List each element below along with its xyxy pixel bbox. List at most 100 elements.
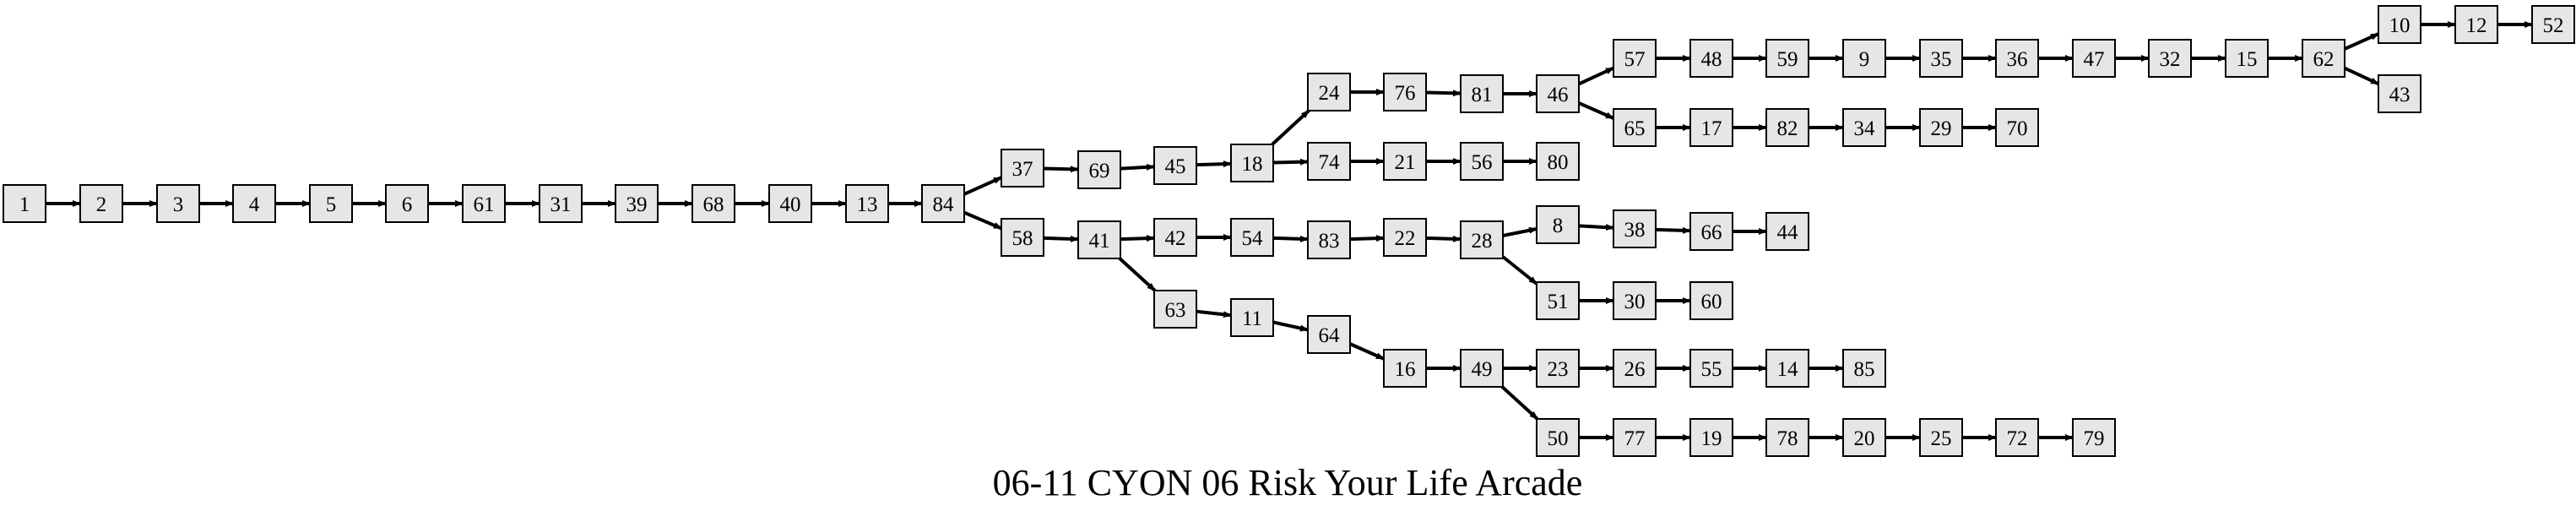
node-box xyxy=(2454,5,2498,44)
node-label: 25 xyxy=(1931,427,1952,450)
node-label: 79 xyxy=(2084,427,2105,450)
node-box xyxy=(1536,349,1580,388)
node-12: 12 xyxy=(2454,5,2498,44)
node-label: 14 xyxy=(1777,358,1799,381)
node-box xyxy=(1230,218,1274,257)
edge-84-to-58 xyxy=(963,210,1002,231)
edge-41-to-63 xyxy=(1118,257,1157,292)
node-1: 1 xyxy=(3,184,46,223)
node-box xyxy=(1383,218,1427,257)
node-label: 32 xyxy=(2160,48,2181,71)
node-83: 83 xyxy=(1307,220,1351,259)
node-box xyxy=(1307,142,1351,181)
node-17: 17 xyxy=(1689,108,1733,147)
node-label: 10 xyxy=(2389,14,2411,37)
node-box xyxy=(1460,74,1504,113)
node-box xyxy=(1153,218,1197,257)
node-77: 77 xyxy=(1613,418,1657,457)
node-78: 78 xyxy=(1765,418,1809,457)
edge-18-to-24 xyxy=(1271,109,1310,146)
node-81: 81 xyxy=(1460,74,1504,113)
edge-54-to-83 xyxy=(1272,235,1309,242)
node-label: 31 xyxy=(550,193,572,216)
edge-76-to-81 xyxy=(1425,90,1462,97)
node-box xyxy=(1689,39,1733,78)
node-box xyxy=(845,184,889,223)
node-label: 72 xyxy=(2007,427,2028,450)
node-label: 68 xyxy=(703,193,724,216)
node-47: 47 xyxy=(2072,39,2116,78)
edge-58-to-41 xyxy=(1043,235,1079,242)
node-box xyxy=(1460,142,1504,181)
node-label: 11 xyxy=(1242,307,1262,330)
node-label: 21 xyxy=(1395,151,1416,174)
node-21: 21 xyxy=(1383,142,1427,181)
node-box xyxy=(1536,142,1580,181)
node-label: 35 xyxy=(1931,48,1952,71)
node-box xyxy=(309,184,353,223)
node-38: 38 xyxy=(1613,209,1657,248)
edge-46-to-57 xyxy=(1578,66,1614,86)
node-box xyxy=(691,184,735,223)
node-box xyxy=(1842,418,1886,457)
node-39: 39 xyxy=(615,184,659,223)
node-label: 20 xyxy=(1854,427,1875,450)
node-box xyxy=(1765,349,1809,388)
node-24: 24 xyxy=(1307,73,1351,111)
node-label: 83 xyxy=(1319,230,1340,253)
node-56: 56 xyxy=(1460,142,1504,181)
node-49: 49 xyxy=(1460,349,1504,388)
node-box xyxy=(2148,39,2192,78)
node-box xyxy=(2072,39,2116,78)
node-29: 29 xyxy=(1919,108,1963,147)
node-46: 46 xyxy=(1536,74,1580,113)
node-box xyxy=(1995,39,2039,78)
node-31: 31 xyxy=(539,184,583,223)
node-box xyxy=(1689,281,1733,320)
edge-45-to-18 xyxy=(1196,160,1232,168)
node-label: 59 xyxy=(1777,48,1798,71)
node-4: 4 xyxy=(232,184,276,223)
node-box xyxy=(1613,39,1657,78)
node-box xyxy=(1307,73,1351,111)
node-box xyxy=(1307,315,1351,354)
node-box xyxy=(1536,205,1580,244)
node-label: 74 xyxy=(1319,151,1341,174)
node-51: 51 xyxy=(1536,281,1580,320)
node-18: 18 xyxy=(1230,144,1274,182)
node-label: 5 xyxy=(326,193,337,216)
node-label: 63 xyxy=(1165,299,1186,322)
node-label: 81 xyxy=(1472,84,1493,106)
node-label: 22 xyxy=(1395,227,1416,250)
node-box xyxy=(1383,349,1427,388)
node-64: 64 xyxy=(1307,315,1351,354)
node-40: 40 xyxy=(768,184,812,223)
node-label: 37 xyxy=(1012,158,1033,181)
edge-69-to-45 xyxy=(1120,163,1155,171)
node-label: 66 xyxy=(1701,221,1722,244)
node-41: 41 xyxy=(1077,220,1121,259)
node-box xyxy=(1383,73,1427,111)
node-label: 78 xyxy=(1777,427,1798,450)
edge-83-to-22 xyxy=(1349,235,1385,242)
node-label: 51 xyxy=(1548,291,1569,313)
node-28: 28 xyxy=(1460,220,1504,259)
node-box xyxy=(2302,39,2346,78)
node-label: 30 xyxy=(1624,291,1646,313)
node-box xyxy=(2378,74,2421,113)
graph-title: 06-11 CYON 06 Risk Your Life Arcade xyxy=(993,462,1583,503)
node-box xyxy=(1919,39,1963,78)
node-box xyxy=(1765,212,1809,251)
node-80: 80 xyxy=(1536,142,1580,181)
node-57: 57 xyxy=(1613,39,1657,78)
node-14: 14 xyxy=(1765,349,1809,388)
node-box xyxy=(1765,418,1809,457)
node-box xyxy=(1765,39,1809,78)
node-label: 19 xyxy=(1701,427,1722,450)
node-box xyxy=(1613,209,1657,248)
node-label: 3 xyxy=(173,193,184,216)
edge-28-to-51 xyxy=(1501,255,1538,285)
node-label: 52 xyxy=(2543,14,2564,37)
node-label: 23 xyxy=(1548,358,1569,381)
node-25: 25 xyxy=(1919,418,1963,457)
